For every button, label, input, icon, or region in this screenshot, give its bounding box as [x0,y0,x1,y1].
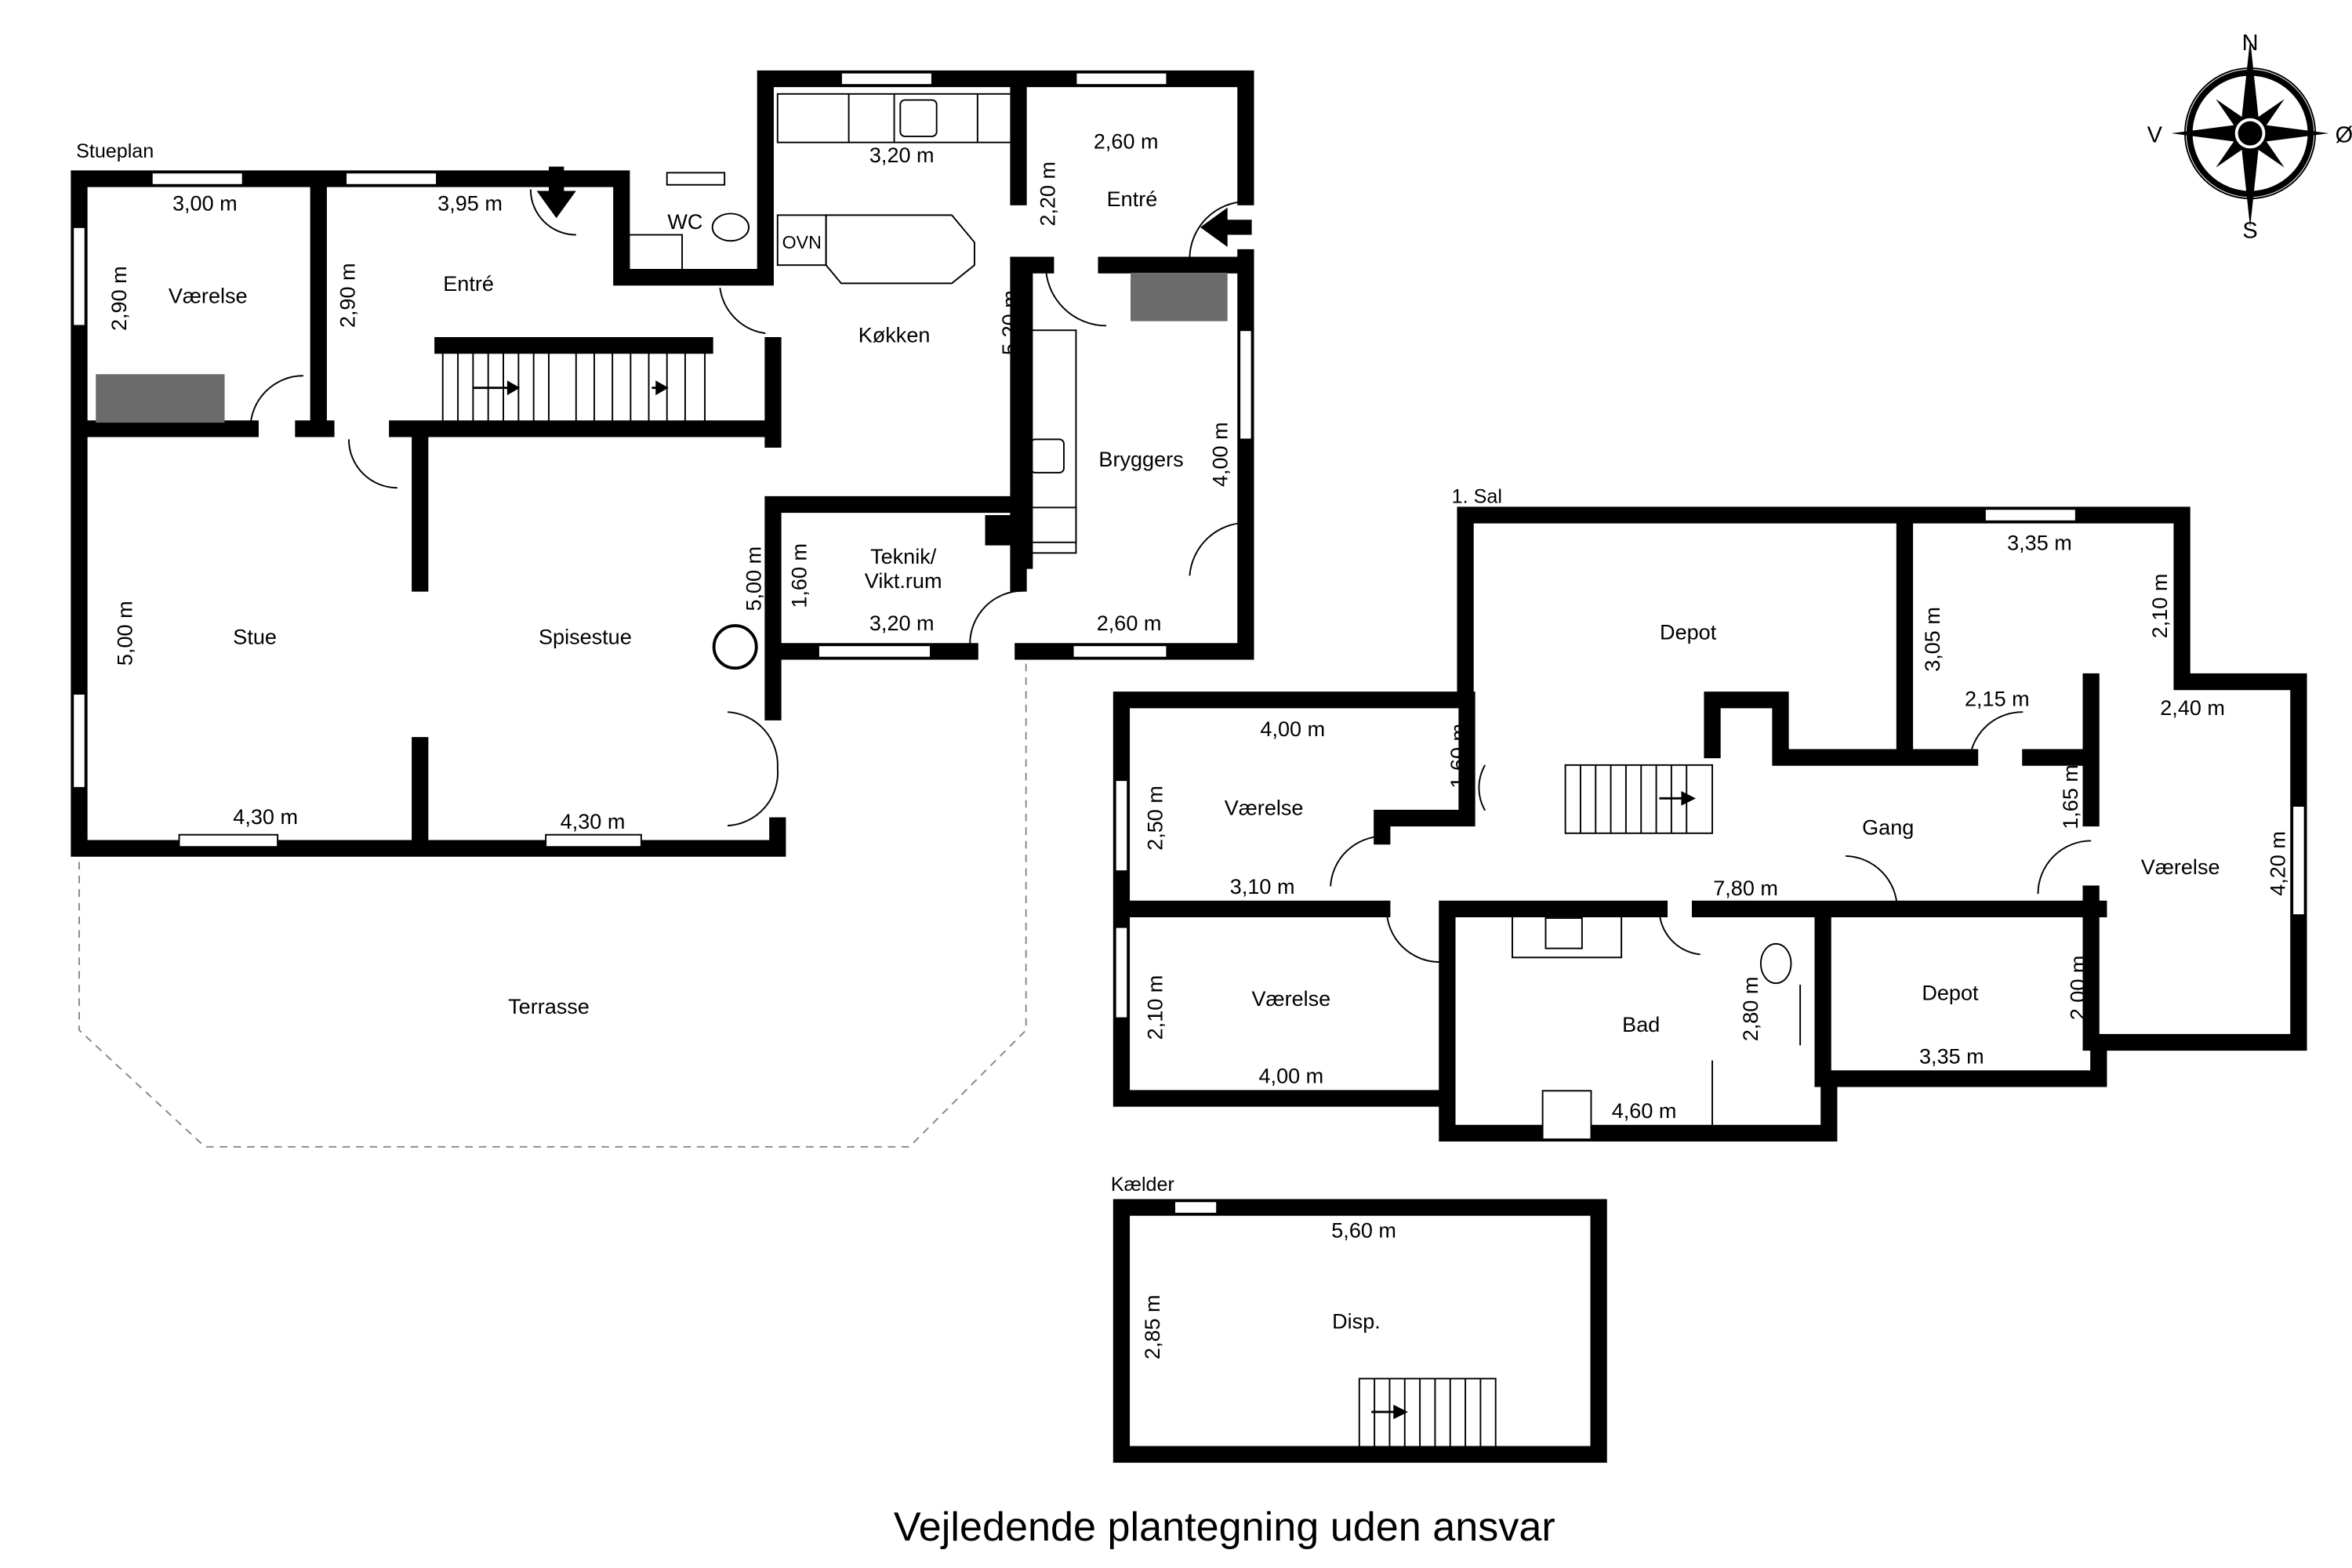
dimension-label: 2,40 m [2160,696,2225,720]
windows [72,71,1253,848]
compass-east: Ø [2336,123,2352,148]
room-label: Teknik/ [870,545,937,568]
dimension-label: 1,60 m [1446,724,1470,789]
dimension-label: 3,20 m [869,612,935,635]
dimension-label: 3,35 m [1919,1045,1984,1069]
dimension-label: 3,95 m [437,192,503,216]
kitchen-fixtures [628,93,1077,670]
room-label: Stue [233,625,277,648]
room-label: Depot [1922,981,1979,1004]
room-label: Entré [443,272,494,296]
fireplace-icon [712,624,758,670]
dimension-label: 2,60 m [1097,612,1162,635]
terrace-outline [78,654,1027,1148]
room-label: Entré [1107,187,1158,211]
compass-west: V [2147,123,2163,148]
compass-north: N [2242,31,2259,56]
room-label: Værelse [169,284,248,307]
ground-floor [71,70,1254,1148]
dimension-label: 3,20 m [869,143,935,167]
dimension-label: 2,10 m [1144,975,1167,1040]
floor-title: 1. Sal [1452,486,1502,508]
dimension-label: 3,00 m [172,192,238,216]
dimension-label: 5,00 m [114,601,137,666]
compass-rose-icon [2171,39,2329,227]
dimension-label: 2,15 m [1965,687,2030,710]
dimension-label: 7,80 m [1713,877,1778,900]
room-label: Gang [1862,816,1914,840]
dimension-label: 2,80 m [1739,977,1762,1042]
ground-walls [71,70,1254,857]
stairs [441,347,706,426]
labels: StueplanVærelseEntréWCOVNKøkkenEntréBryg… [76,31,2352,1550]
room-label: Værelse [1225,797,1304,820]
room-label: Spisestue [539,625,632,648]
dimension-label: 4,00 m [1259,1065,1324,1088]
footer-disclaimer: Vejledende plantegning uden ansvar [894,1504,1555,1550]
room-label: Bad [1622,1013,1660,1036]
room-label: Værelse [1252,987,1331,1011]
oven-label: OVN [782,232,822,252]
dimension-label: 1,65 m [2059,764,2082,829]
basement-stairs [1358,1377,1497,1448]
dimension-label: 5,20 m [998,290,1022,355]
room-label: Køkken [858,324,931,347]
compass-south: S [2242,218,2257,243]
dimension-label: 1,60 m [788,543,811,608]
dimension-label: 4,60 m [1612,1099,1677,1123]
dimension-label: 5,60 m [1331,1219,1396,1243]
dimension-label: 4,30 m [233,805,298,829]
dimension-label: 2,00 m [2066,956,2089,1021]
windows [1114,508,2306,1141]
dimension-label: 2,85 m [1141,1294,1164,1359]
room-label: Værelse [2141,855,2220,879]
dimension-label: 3,05 m [1921,607,1944,672]
dimension-label: 2,60 m [1094,129,1159,153]
room-label: Depot [1660,620,1717,644]
dimension-label: 2,10 m [2148,574,2172,639]
entrance-arrow-icon [1200,207,1252,247]
first-floor-walls [1112,506,2307,1142]
dimension-label: 5,00 m [742,546,766,612]
floor-title: Kælder [1111,1174,1174,1196]
dimension-label: 3,35 m [2007,531,2072,554]
room-label: Bryggers [1098,448,1183,471]
dimension-label: 2,90 m [107,266,131,331]
dimension-label: 4,00 m [1260,717,1325,741]
doors [249,189,1246,827]
dimension-label: 4,00 m [1209,422,1232,487]
entrance-arrow-icon [536,166,576,219]
room-label: Disp. [1332,1310,1381,1334]
dimension-label: 4,20 m [2266,831,2289,896]
dimension-label: 2,90 m [336,263,360,328]
storage-box [96,374,225,423]
basement [1112,1199,1607,1463]
storage-box [1131,272,1228,321]
dimension-label: 3,10 m [1230,875,1295,898]
dimension-label: 2,20 m [1036,162,1059,227]
basement-walls [1112,1199,1607,1463]
first-floor-fixtures [1330,711,2092,1129]
first-floor [1112,506,2307,1142]
dimension-label: 2,50 m [1144,786,1167,851]
room-label: WC [667,210,702,234]
room-label: Terrasse [508,995,590,1018]
room-label: Vikt.rum [865,569,942,593]
dimension-label: 4,30 m [561,810,626,833]
dark-box [985,515,1016,546]
floor-title: Stueplan [76,140,154,162]
